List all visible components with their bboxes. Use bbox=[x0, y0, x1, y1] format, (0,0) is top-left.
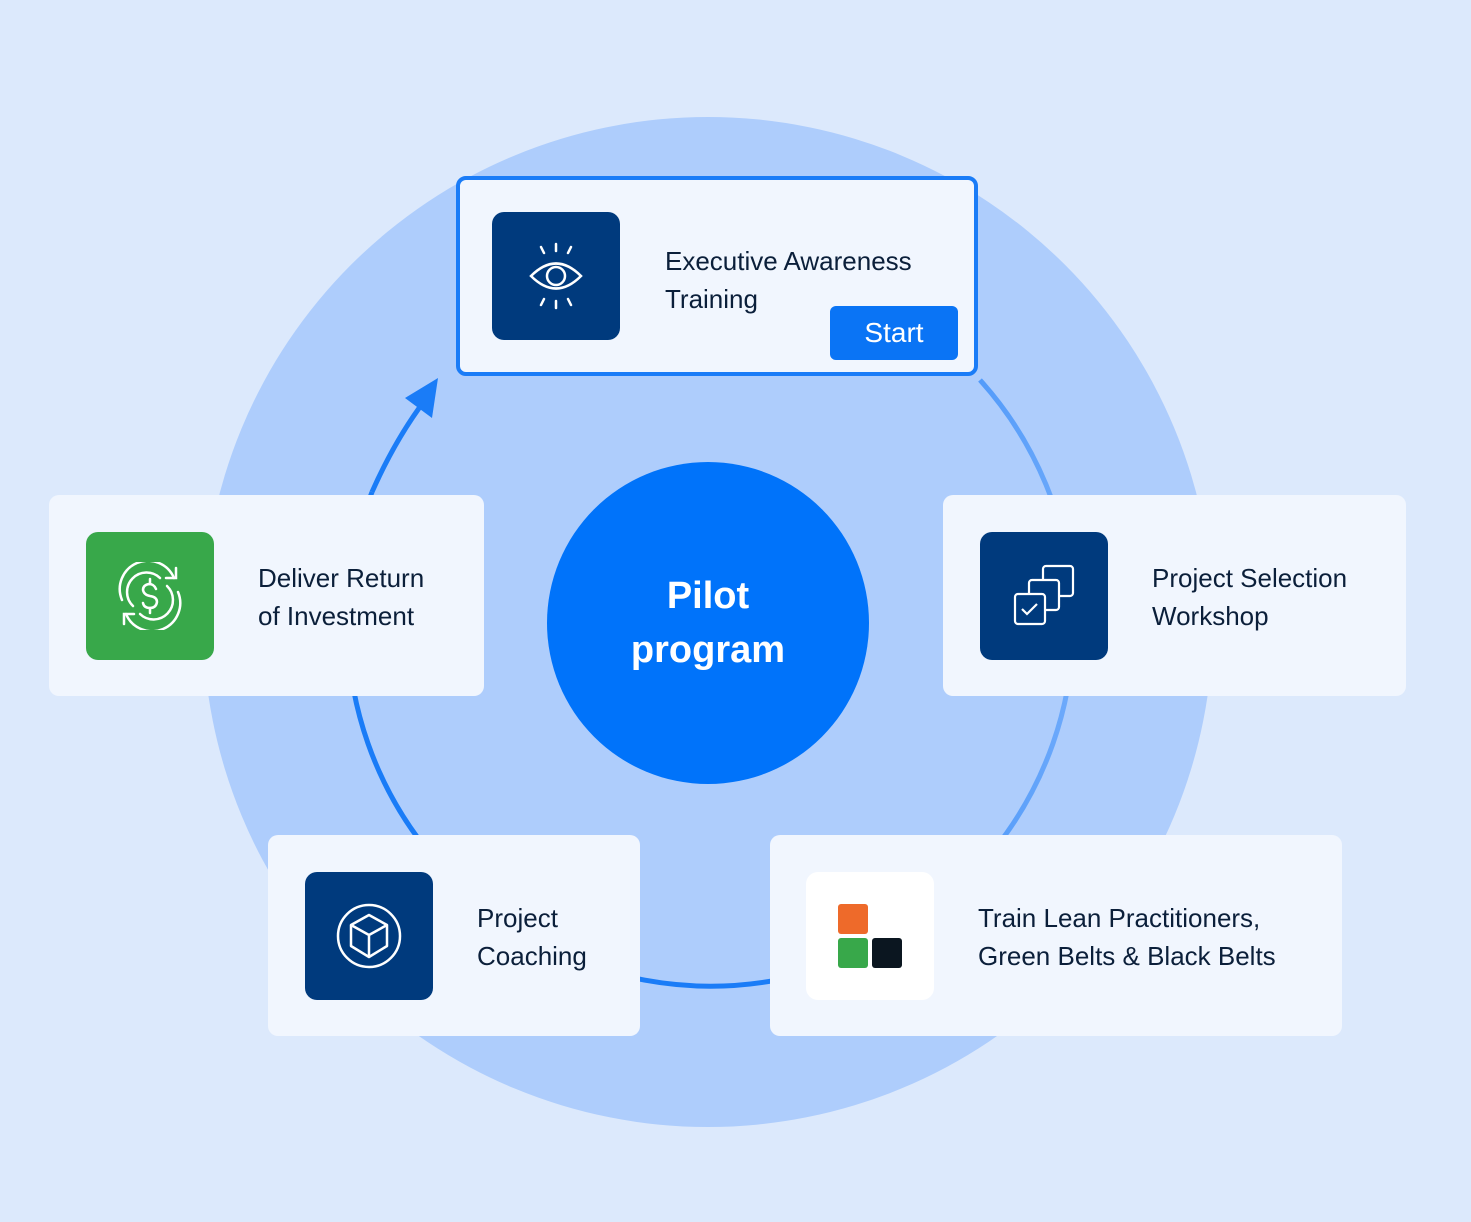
step-title-line-1: Project Selection bbox=[1152, 563, 1348, 593]
step-train-lean-practitioners[interactable]: Train Lean Practitioners, Green Belts & … bbox=[770, 835, 1342, 1036]
step-project-coaching[interactable]: Project Coaching bbox=[268, 835, 640, 1036]
step-title-line-1: Executive Awareness bbox=[665, 246, 912, 276]
step-title-line-2: Coaching bbox=[477, 941, 587, 971]
cube-icon bbox=[305, 872, 433, 1000]
eye-icon bbox=[492, 212, 620, 340]
step-title-line-1: Train Lean Practitioners, bbox=[978, 903, 1261, 933]
step-executive-awareness-training[interactable]: Executive Awareness Training Start bbox=[456, 176, 978, 376]
start-button[interactable]: Start bbox=[830, 306, 958, 360]
step-title-line-1: Project bbox=[477, 903, 558, 933]
arrow-head-icon bbox=[405, 378, 438, 418]
step-title-line-2: Green Belts & Black Belts bbox=[978, 941, 1276, 971]
pilot-program-hub: Pilot program bbox=[547, 462, 869, 784]
step-project-selection-workshop[interactable]: Project Selection Workshop bbox=[943, 495, 1406, 696]
hub-line-1: Pilot bbox=[666, 575, 750, 617]
hub-line-2: program bbox=[630, 629, 786, 671]
step-title-line-2: of Investment bbox=[258, 601, 415, 631]
dollar-cycle-icon bbox=[86, 532, 214, 660]
colored-blocks-icon bbox=[806, 872, 934, 1000]
step-deliver-return-of-investment[interactable]: Deliver Return of Investment bbox=[49, 495, 484, 696]
step-title-line-1: Deliver Return bbox=[258, 563, 425, 593]
stacked-squares-check-icon bbox=[980, 532, 1108, 660]
step-title-line-2: Training bbox=[665, 284, 758, 314]
step-title-line-2: Workshop bbox=[1152, 601, 1269, 631]
